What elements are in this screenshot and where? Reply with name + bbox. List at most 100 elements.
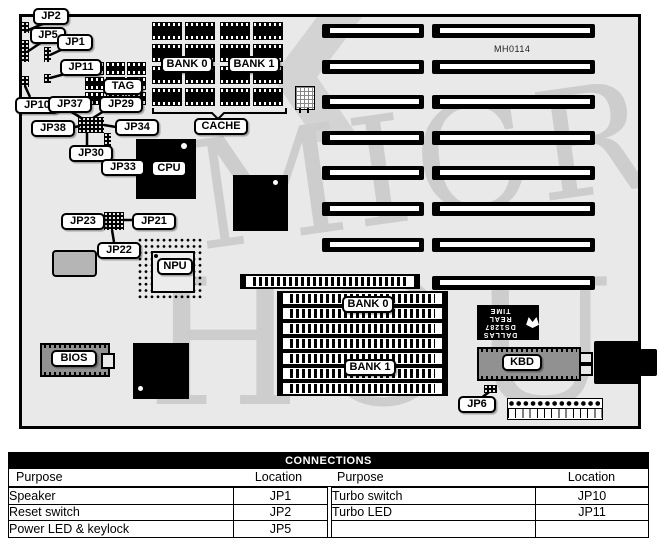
din-pin: [579, 352, 593, 364]
purpose-cell: Reset switch: [8, 503, 234, 521]
callout-jp11: JP11: [60, 59, 102, 76]
callout-jp29: JP29: [99, 96, 143, 113]
isa-slot-long: [432, 238, 595, 252]
label-cache-bank0: BANK 0: [161, 56, 213, 73]
connections-table: CONNECTIONS Purpose Location Purpose Loc…: [8, 452, 649, 538]
location-cell: JP11: [535, 503, 649, 521]
label-simm-bank0: BANK 0: [342, 296, 394, 313]
callout-jp34: JP34: [115, 119, 159, 136]
purpose-cell: Turbo switch: [331, 487, 536, 505]
col-header-purpose-right: Purpose: [337, 470, 384, 484]
chipset-pin1-dot: [273, 180, 278, 185]
simm-socket: [277, 321, 448, 336]
dip-chip: [152, 88, 182, 106]
jumper-block-jp29: [78, 117, 104, 133]
crystal-leg: [307, 108, 309, 113]
dallas-bat-logo: [526, 317, 539, 328]
location-cell: [535, 520, 649, 538]
isa-slot-short: [322, 238, 424, 252]
isa-slot-short: [322, 95, 424, 109]
dip-chip: [253, 22, 283, 40]
dip-chip: [220, 22, 250, 40]
keyboard-din-tab: [640, 349, 657, 376]
callout-jp23: JP23: [61, 213, 105, 230]
location-cell: JP1: [233, 487, 328, 505]
purpose-cell: Power LED & keylock: [8, 520, 234, 538]
dip-chip: [220, 88, 250, 106]
rtc-type: REAL TIME: [488, 307, 512, 323]
pin-header-connector: [507, 398, 603, 420]
label-cache-bank1: BANK 1: [228, 56, 280, 73]
pin-header-squares: [508, 408, 602, 418]
simm-socket: [277, 336, 448, 351]
isa-slot-long: [432, 276, 595, 290]
location-cell: JP5: [233, 520, 328, 538]
col-header-location-left: Location: [254, 470, 303, 484]
connections-table-title: CONNECTIONS: [9, 453, 648, 469]
jumper-jp1: [44, 47, 51, 62]
table-row: Speaker JP1: [8, 487, 328, 505]
simm-socket: [240, 274, 420, 289]
callout-cache: CACHE: [194, 118, 248, 135]
isa-slot-long: [432, 166, 595, 180]
label-tag: TAG: [103, 78, 143, 95]
isa-slot-long: [432, 202, 595, 216]
jumper-block-jp21: [104, 212, 124, 230]
connections-left-table: Speaker JP1 Reset switch JP2 Power LED &…: [8, 487, 328, 538]
io-pin1-dot: [138, 386, 143, 391]
pin-header-dots: [508, 399, 602, 408]
jumper-jp2: [21, 22, 29, 33]
dip-chip: [185, 88, 215, 106]
rtc-brand: DALLAS: [482, 331, 518, 339]
purpose-cell: Speaker: [8, 487, 234, 505]
rtc-model: DS1287: [484, 323, 516, 331]
table-row: Turbo LED JP11: [331, 503, 649, 521]
board-part-number: MH0114: [494, 44, 531, 54]
location-cell: JP10: [535, 487, 649, 505]
isa-slot-short: [322, 166, 424, 180]
jumper-jp11: [44, 74, 51, 83]
connections-table-body: Speaker JP1 Reset switch JP2 Power LED &…: [8, 487, 649, 538]
isa-slot-short: [322, 60, 424, 74]
isa-slot-long: [432, 95, 595, 109]
callout-jp2: JP2: [33, 8, 69, 25]
rtc-chip: DALLAS DS1287 REAL TIME: [477, 305, 539, 340]
isa-slot-short: [322, 131, 424, 145]
callout-jp6: JP6: [458, 396, 496, 413]
callout-jp37: JP37: [48, 96, 92, 113]
connections-table-header-row: Purpose Location Purpose Location: [9, 469, 648, 487]
label-cpu: CPU: [151, 160, 187, 177]
chipset-qfp: [233, 175, 288, 231]
isa-slot-long: [432, 24, 595, 38]
callout-jp33: JP33: [101, 159, 145, 176]
dip-chip: [253, 88, 283, 106]
cpu-pin1-dot: [181, 143, 187, 149]
table-row: Reset switch JP2: [8, 503, 328, 521]
table-row: Turbo switch JP10: [331, 487, 649, 505]
col-header-purpose-left: Purpose: [16, 470, 63, 484]
jumper-jp33: [104, 133, 111, 147]
dip-chip: [85, 77, 104, 90]
isa-slot-long: [432, 131, 595, 145]
label-npu: NPU: [157, 258, 193, 275]
din-pin: [579, 364, 593, 376]
jumper-jp10: [21, 76, 29, 87]
dip-chip: [106, 62, 125, 75]
crystal-leg: [299, 108, 301, 113]
location-cell: JP2: [233, 503, 328, 521]
label-kbd: KBD: [502, 354, 542, 371]
callout-jp22: JP22: [97, 242, 141, 259]
bios-chip-notch: [101, 353, 115, 369]
callout-jp30: JP30: [69, 145, 113, 162]
isa-slot-short: [322, 24, 424, 38]
table-row: Power LED & keylock JP5: [8, 520, 328, 538]
callout-jp1: JP1: [57, 34, 93, 51]
label-bios: BIOS: [51, 350, 97, 367]
dip-chip: [127, 62, 146, 75]
keyboard-din-connector: [594, 341, 641, 384]
dip-chip: [152, 22, 182, 40]
connections-right-table: Turbo switch JP10 Turbo LED JP11: [331, 487, 649, 538]
isa-slot-short: [322, 202, 424, 216]
isa-slot-long: [432, 60, 595, 74]
